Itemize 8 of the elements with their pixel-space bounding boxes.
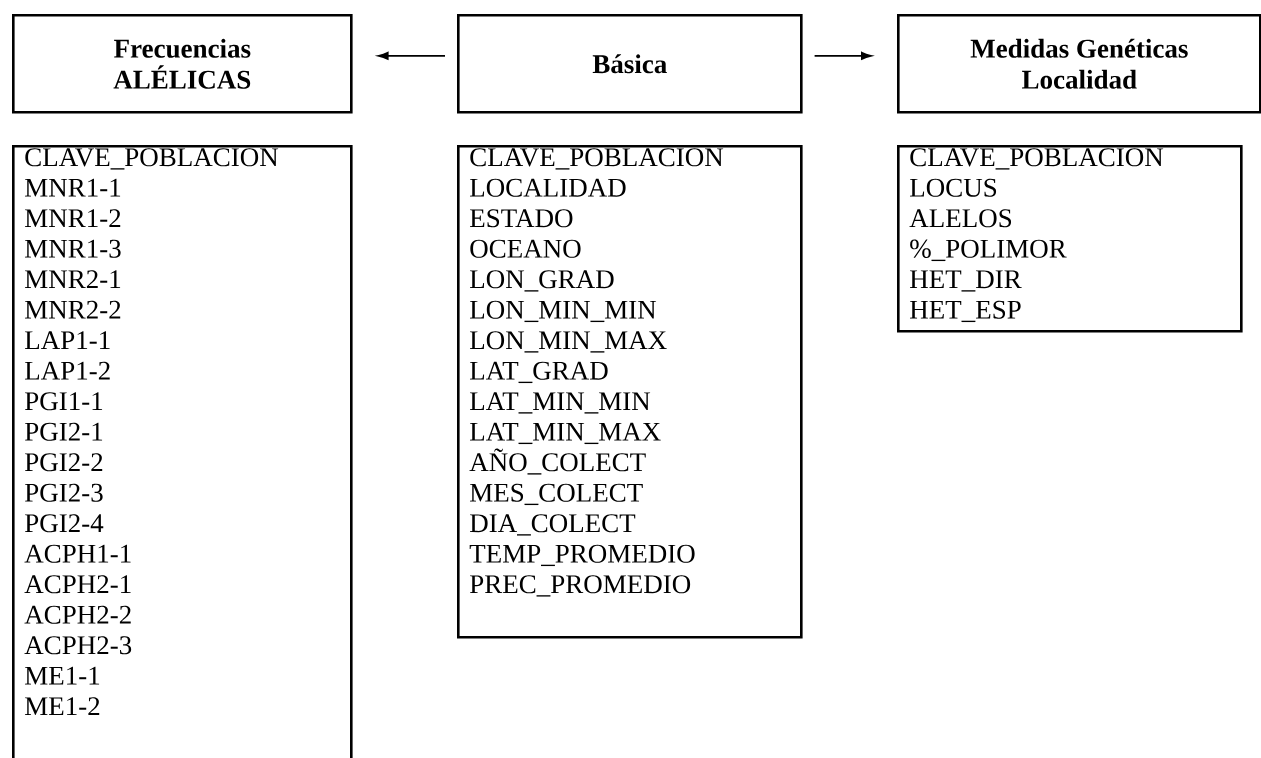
field-list-box: CLAVE_POBLACION LOCALIDAD ESTADO OCEANO LON_GRAD LON_MIN_MIN LON_MIN_MAX LAT_GRAD LAT_MIN_MIN LAT_MIN_MAX AÑO_COLECT MES_COLECT DIA_COLECT TEMP_PROMEDIO PREC_PROMEDIO [457,145,803,639]
arrow [813,51,872,60]
field-list-box: CLAVE_POBLACION LOCUS ALELOS %_POLIMOR HET_DIR HET_ESP [897,145,1243,333]
arrow [378,51,446,60]
table-header-box: Medidas Genéticas Localidad [897,14,1261,114]
table-header-box: Básica [457,14,803,114]
field-list-box: CLAVE_POBLACION MNR1-1 MNR1-2 MNR1-3 MNR2-1 MNR2-2 LAP1-1 LAP1-2 PGI1-1 PGI2-1 PGI2-2 PGI2-3 PGI2-4 ACPH1-1 ACPH2-1 ACPH2-2 ACPH2-3 ME1-1 ME1-2 [12,145,353,758]
table-header-box: Frecuencias ALÉLICAS [12,14,353,114]
